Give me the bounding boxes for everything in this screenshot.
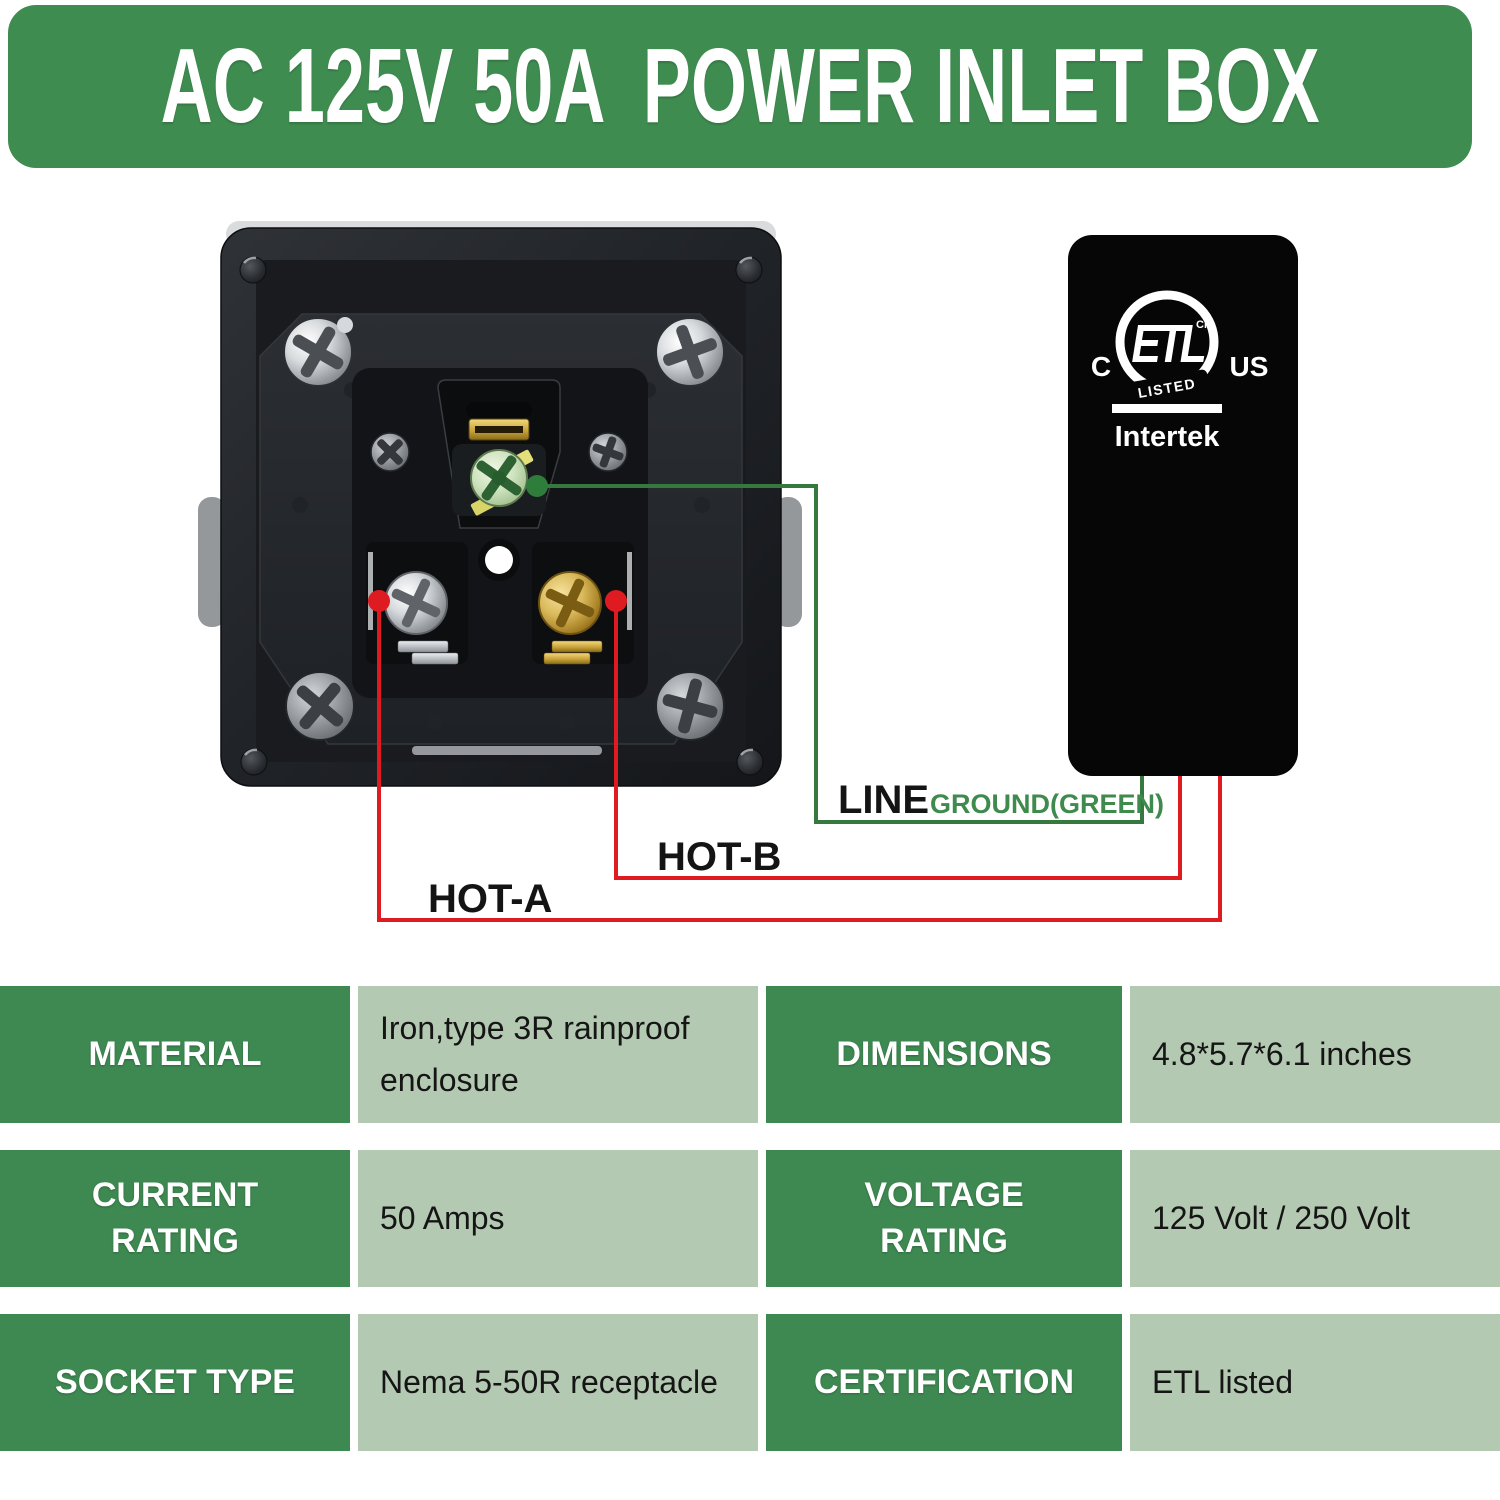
- hot-a-terminal-dot: [368, 590, 390, 612]
- spec-label-voltage-rating: VOLTAGE RATING: [766, 1150, 1122, 1287]
- spec-label-material: MATERIAL: [0, 986, 350, 1123]
- bottom-flange-sliver: [412, 746, 602, 755]
- left-mounting-ear: [198, 497, 226, 627]
- line-label: LINE: [838, 778, 929, 822]
- header-banner: AC 125V 50A POWER INLET BOX: [8, 5, 1472, 168]
- spec-value-socket-type: Nema 5-50R receptacle: [358, 1314, 758, 1451]
- spec-table: MATERIAL Iron,type 3R rainproof enclosur…: [0, 986, 1500, 1451]
- ground-wire-line: [537, 484, 1144, 824]
- screw-top-left: [283, 317, 353, 387]
- hot-b-label: HOT-B: [657, 835, 781, 879]
- etl-us-mark: US: [1230, 351, 1269, 382]
- etl-cm-mark: CM: [1196, 319, 1213, 331]
- ground-green-label: GROUND(GREEN): [930, 789, 1164, 819]
- spec-value-material: Iron,type 3R rainproof enclosure: [358, 986, 758, 1123]
- spec-value-voltage-rating: 125 Volt / 250 Volt: [1130, 1150, 1500, 1287]
- screw-top-right: [655, 317, 725, 387]
- screw-mid-right: [588, 432, 628, 472]
- corner-screws: [239, 256, 764, 776]
- etl-letters: ETL: [1131, 314, 1204, 374]
- intertek-label: Intertek: [1115, 421, 1221, 453]
- ground-screw: [470, 449, 528, 507]
- wiring-labels: LINE GROUND(GREEN) HOT-B HOT-A: [428, 778, 1164, 921]
- spec-label-dimensions: DIMENSIONS: [766, 986, 1122, 1123]
- wiring-callouts: [368, 475, 1222, 922]
- etl-certification-badge: ETL CM LISTED C US Intertek: [1068, 235, 1298, 776]
- spec-label-certification: CERTIFICATION: [766, 1314, 1122, 1451]
- hot-a-terminal: [366, 542, 468, 665]
- page-title: AC 125V 50A POWER INLET BOX: [160, 27, 1320, 145]
- spec-label-socket-type: SOCKET TYPE: [0, 1314, 350, 1451]
- power-inlet-box-photo: [198, 221, 802, 787]
- center-hole: [478, 539, 520, 581]
- hot-b-terminal-dot: [605, 590, 627, 612]
- spec-label-current-rating: CURRENT RATING: [0, 1150, 350, 1287]
- screw-bottom-left: [285, 671, 355, 741]
- etl-logo: ETL CM LISTED C US Intertek: [1091, 290, 1269, 453]
- socket-assembly: [352, 368, 648, 698]
- screw-mid-left: [370, 432, 410, 472]
- etl-divider-bar: [1112, 404, 1222, 413]
- etl-c-mark: C: [1091, 351, 1111, 382]
- ground-terminal-dot: [526, 475, 548, 497]
- panel-screws: [239, 256, 764, 776]
- hot-b-wire-line: [614, 601, 1182, 880]
- hot-a-label: HOT-A: [428, 877, 552, 921]
- hot-b-terminal: [532, 542, 634, 665]
- spec-value-dimensions: 4.8*5.7*6.1 inches: [1130, 986, 1500, 1123]
- hot-a-wire-line: [377, 601, 1222, 922]
- screw-bottom-right: [655, 671, 725, 741]
- panel-pin-highlight: [337, 317, 353, 333]
- spec-value-current-rating: 50 Amps: [358, 1150, 758, 1287]
- blade-contact: [466, 402, 532, 441]
- spec-value-certification: ETL listed: [1130, 1314, 1500, 1451]
